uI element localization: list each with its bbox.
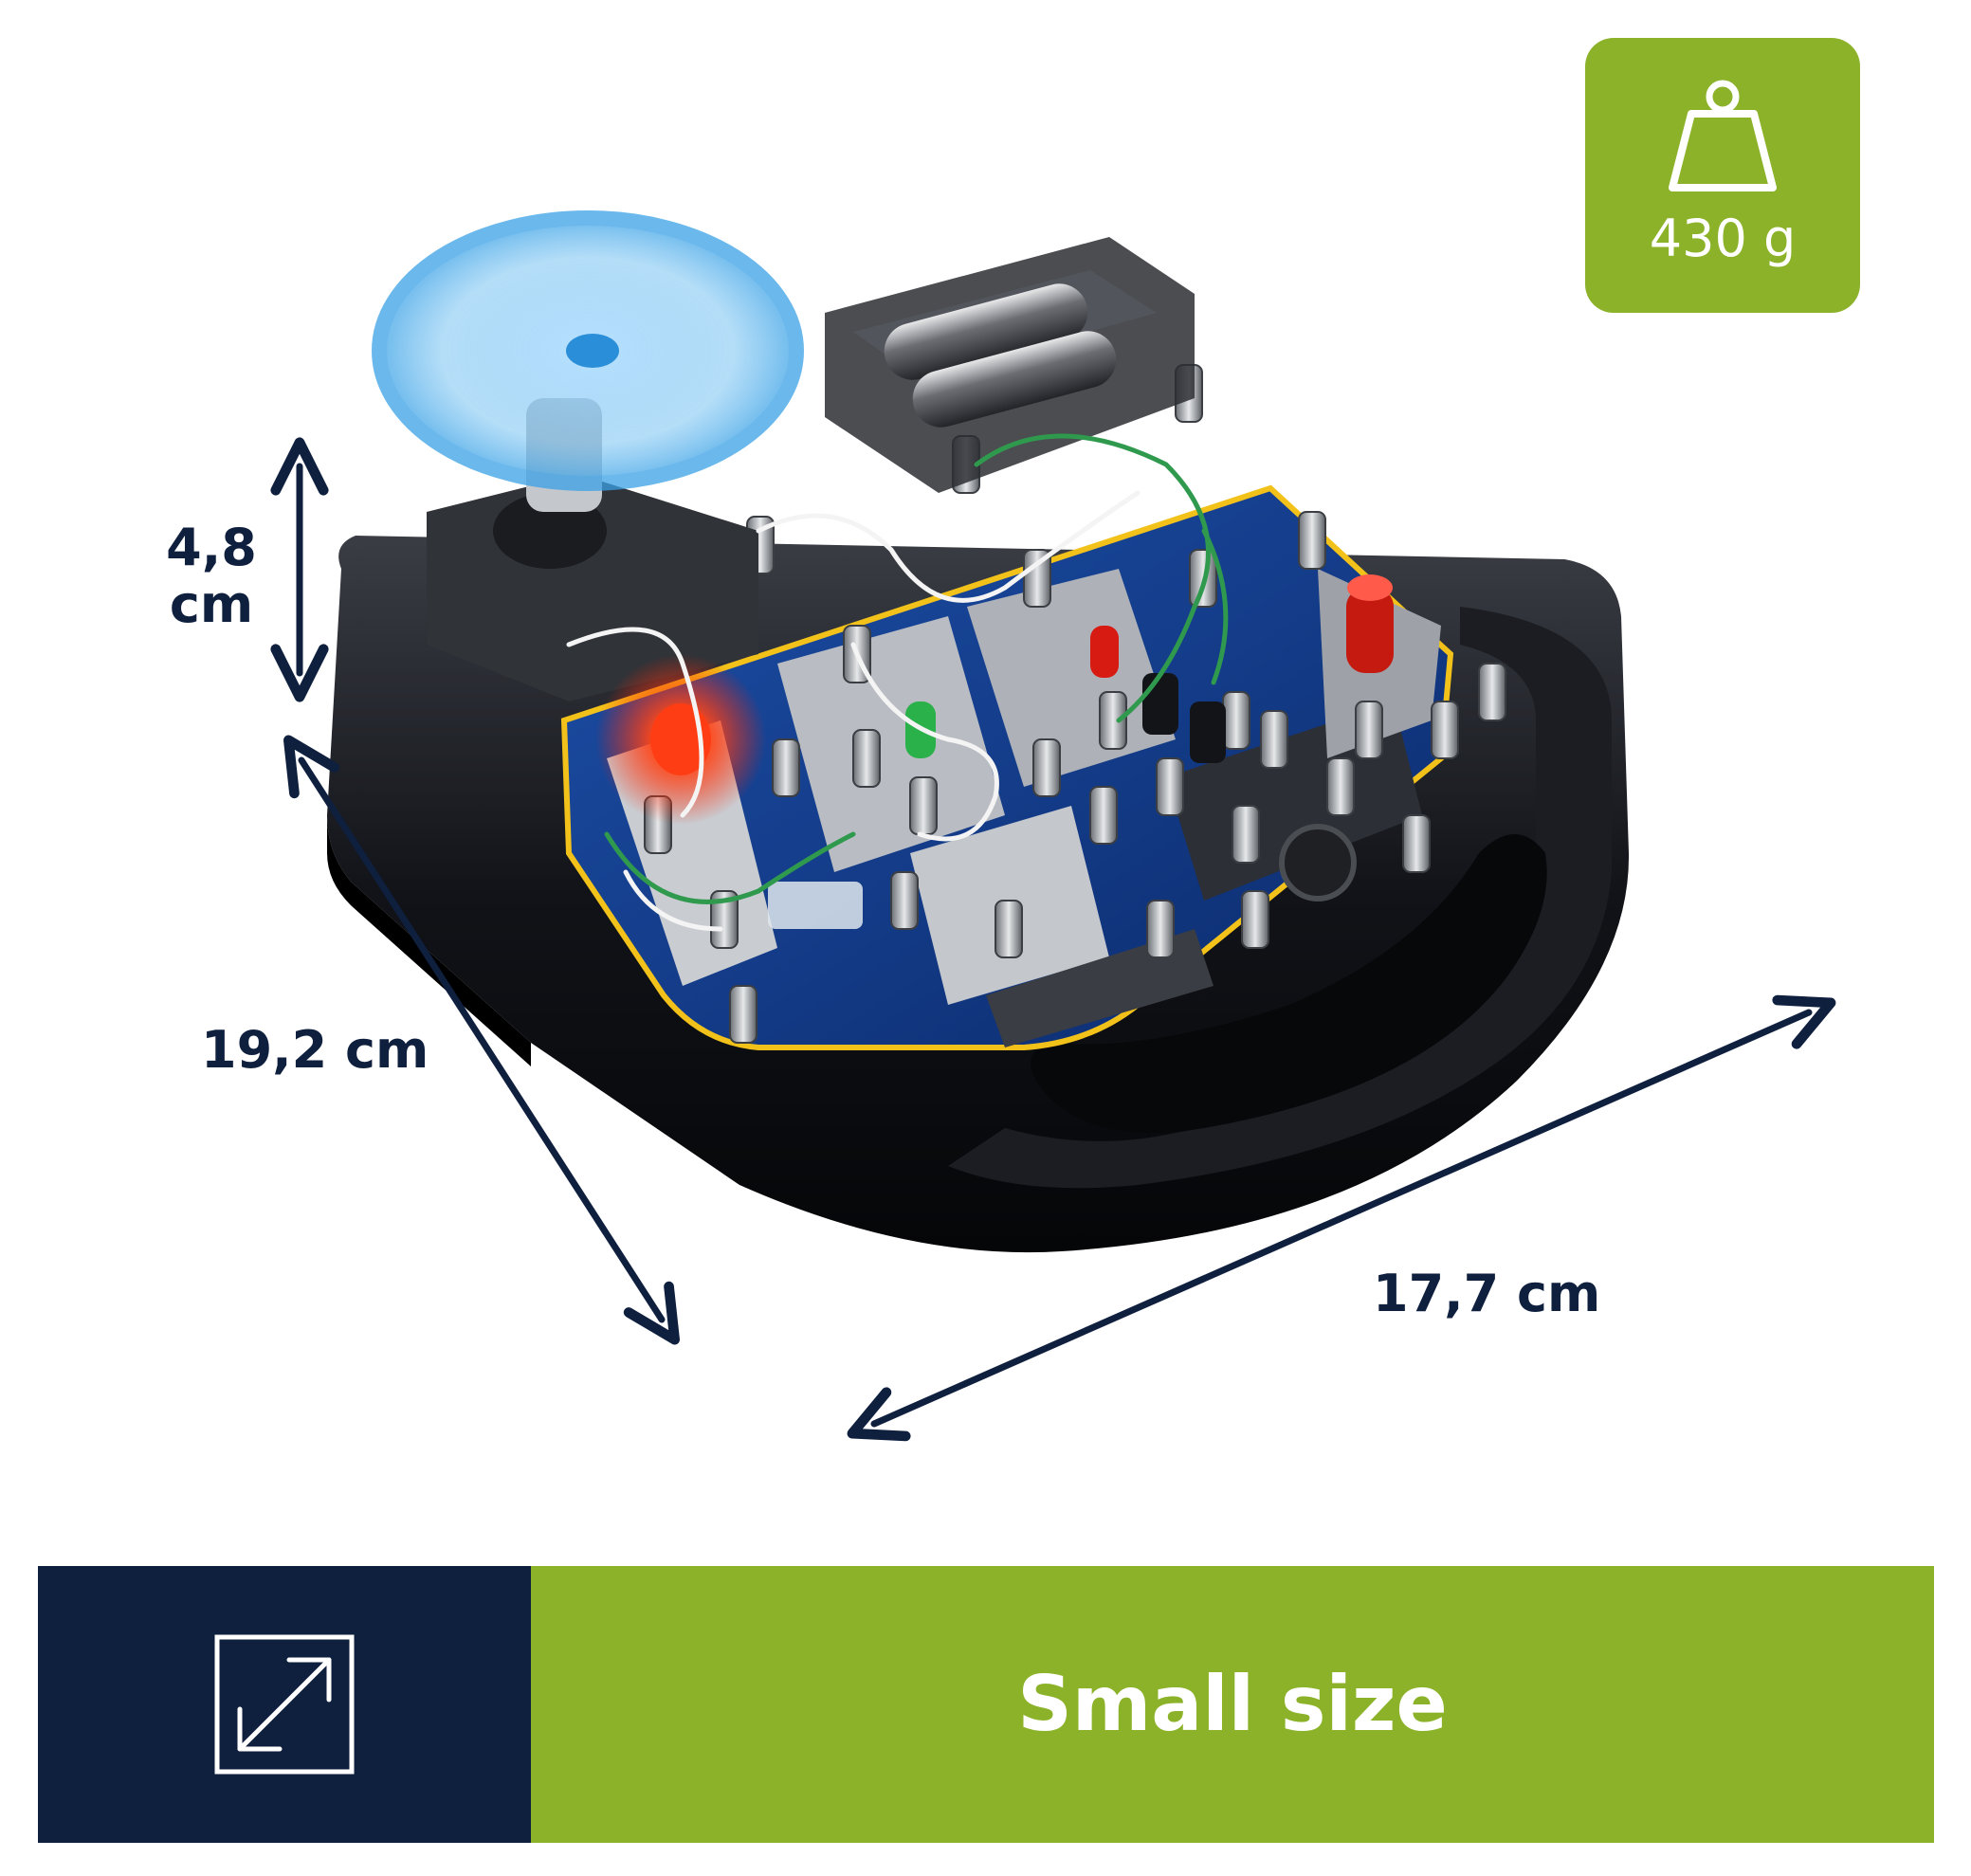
weight-value: 430 g [1649,209,1797,268]
depth-label: 19,2 cm [201,1020,429,1080]
width-arrow [847,994,1836,1442]
banner-label: Small size [1017,1660,1448,1748]
motor-propeller [372,210,804,701]
banner-icon-box [38,1566,531,1843]
width-label: 17,7 cm [1373,1264,1601,1323]
weight-badge: 430 g [1585,38,1860,313]
height-value: 4,8 [166,518,257,577]
size-banner: Small size [38,1566,1934,1843]
components [595,574,1394,929]
battery-holder [825,237,1195,493]
height-label: 4,8 cm [150,519,273,633]
depth-arrow [283,735,681,1345]
banner-label-box: Small size [531,1566,1934,1843]
weight-icon [1669,80,1777,191]
height-unit: cm [169,574,254,634]
resize-icon [214,1634,355,1775]
dimension-arrows [270,437,1836,1442]
